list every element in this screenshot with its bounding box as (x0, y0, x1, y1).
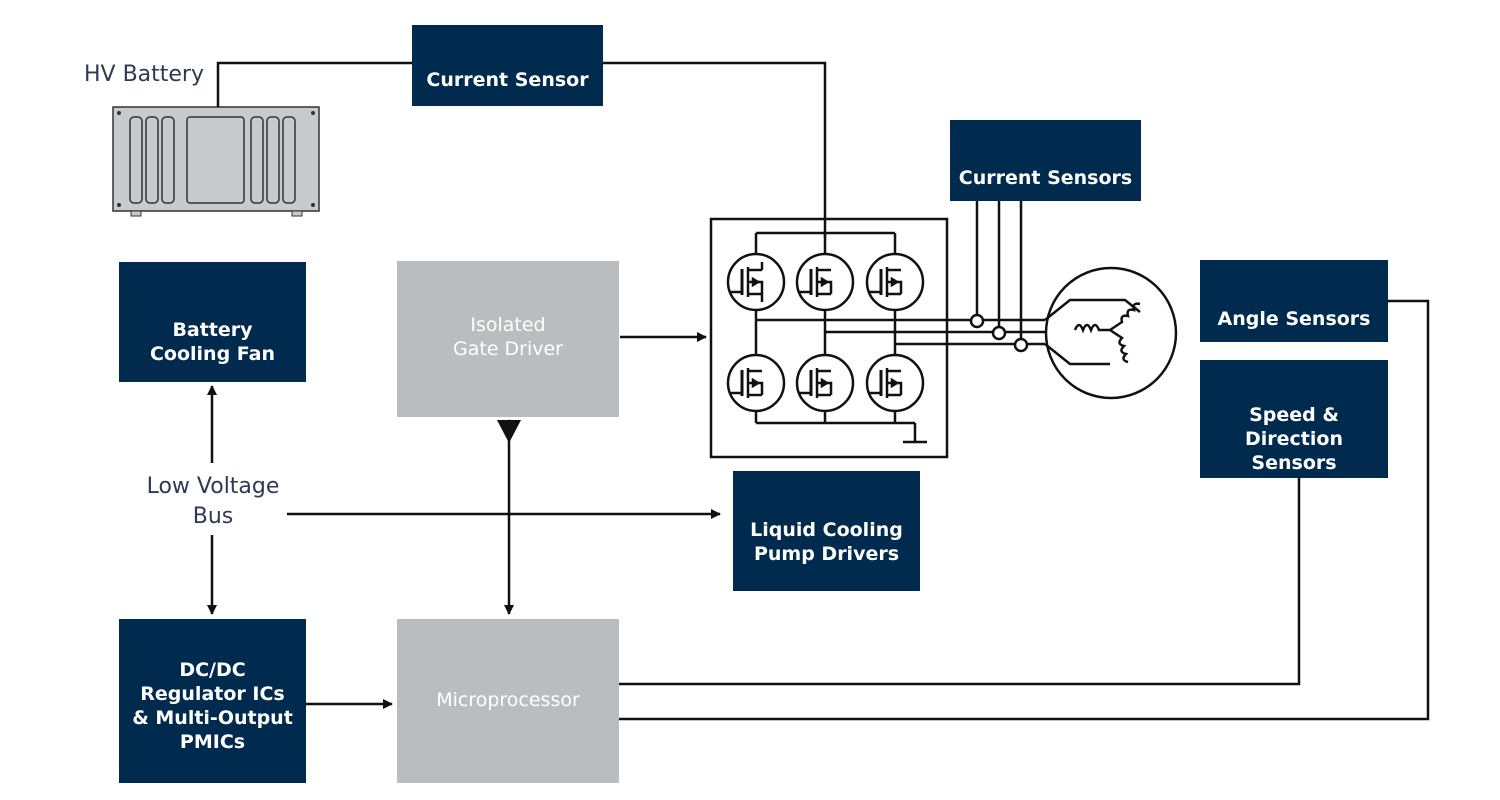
ground-icon (903, 423, 927, 444)
dcdc-regulators-block: DC/DC Regulator ICs & Multi-Output PMICs (119, 619, 306, 783)
low-voltage-bus-label: Low Voltage Bus (146, 474, 280, 529)
isolated-gate-driver-block: Isolated Gate Driver (397, 261, 619, 417)
motor-icon (1044, 266, 1178, 400)
current-sensors-label: Current Sensors (958, 166, 1133, 189)
battery-cooling-fan-label: Battery Cooling Fan (149, 319, 276, 365)
current-sensors-block: Current Sensors (950, 120, 1141, 201)
dcdc-regulators-label: DC/DC Regulator ICs & Multi-Output PMICs (132, 659, 293, 753)
angle-sensors-label: Angle Sensors (1217, 308, 1371, 330)
microprocessor-block: Microprocessor (397, 619, 619, 783)
liquid-cooling-pump-drivers-block: Liquid Cooling Pump Drivers (733, 471, 920, 591)
battery-cooling-fan-block: Battery Cooling Fan (119, 262, 306, 382)
current-sensor-block: Current Sensor (412, 25, 603, 106)
speed-direction-sensors-block: Speed & Direction Sensors (1200, 360, 1388, 478)
hv-battery-label: HV Battery (83, 62, 204, 87)
speed-direction-sensors-label: Speed & Direction Sensors (1245, 404, 1343, 474)
liquid-cooling-pump-drivers-label: Liquid Cooling Pump Drivers (750, 519, 903, 565)
microprocessor-label: Microprocessor (436, 689, 580, 711)
current-sensor-label: Current Sensor (426, 68, 589, 91)
angle-sensors-block: Angle Sensors (1200, 260, 1388, 342)
isolated-gate-driver-label: Isolated Gate Driver (452, 314, 563, 360)
mosfet-icon (726, 252, 925, 413)
battery-pack-icon (112, 106, 320, 217)
